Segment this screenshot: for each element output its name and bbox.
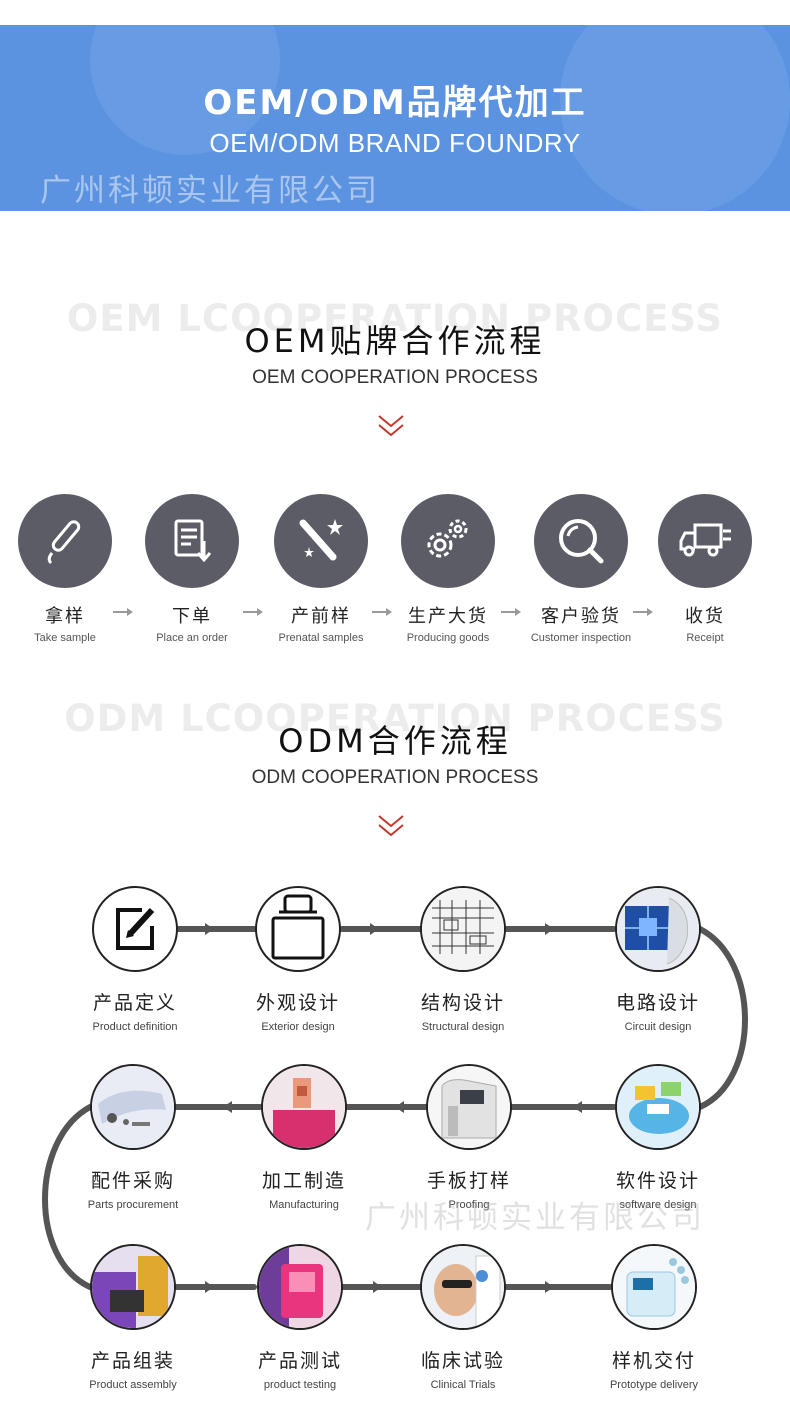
software-image — [615, 1064, 701, 1150]
step-label: 产品组装 — [90, 1350, 175, 1372]
step-label: 外观设计 — [255, 992, 340, 1014]
oem-step-place-order: 下单 Place an order — [127, 494, 257, 644]
proofing-image — [426, 1064, 512, 1150]
odm-background-text: ODM LCOOPERATION PROCESS — [64, 697, 726, 740]
step-english-label: Receipt — [686, 632, 724, 644]
oem-title: OEM贴牌合作流程 — [244, 322, 546, 360]
step-label: 拿样 — [45, 606, 85, 627]
odm-step-structural-design: 结构设计 Structural design — [383, 886, 543, 1033]
arrow-right-icon — [372, 608, 392, 616]
edit-icon — [92, 886, 178, 972]
document-download-icon — [145, 494, 239, 588]
oem-step-receipt: 收货 Receipt — [640, 494, 770, 644]
prototype-image — [611, 1244, 697, 1330]
oem-step-prenatal-samples: 产前样 Prenatal samples — [256, 494, 386, 644]
company-watermark: 广州科顿实业有限公司 — [365, 1200, 705, 1236]
banner-subtitle: OEM/ODM BRAND FOUNDRY — [209, 128, 581, 158]
step-label: 电路设计 — [615, 992, 700, 1014]
clinical-image — [420, 1244, 506, 1330]
step-label: 加工制造 — [261, 1170, 346, 1192]
step-english-label: Place an order — [156, 632, 228, 644]
odm-subtitle: ODM COOPERATION PROCESS — [251, 767, 539, 788]
odm-step-product-testing: 产品测试 product testing — [220, 1244, 380, 1391]
step-label: 手板打样 — [426, 1170, 511, 1192]
odm-step-manufacturing: 加工制造 Manufacturing — [224, 1064, 384, 1211]
step-english-label: product testing — [263, 1379, 337, 1391]
step-english-label: Producing goods — [406, 632, 490, 644]
step-label: 产品测试 — [257, 1350, 342, 1372]
step-label: 配件采购 — [90, 1170, 175, 1192]
step-english-label: Parts procurement — [87, 1199, 179, 1211]
manufacturing-image — [261, 1064, 347, 1150]
oem-step-producing-goods: 生产大货 Producing goods — [383, 494, 513, 644]
chevron-down-icon — [378, 415, 404, 437]
oem-background-text: OEM LCOOPERATION PROCESS — [66, 297, 724, 340]
magnifier-icon — [534, 494, 628, 588]
step-english-label: Circuit design — [624, 1021, 692, 1033]
parts-image — [90, 1064, 176, 1150]
step-label: 产品定义 — [92, 992, 177, 1014]
step-english-label: Prototype delivery — [609, 1379, 699, 1391]
oem-subtitle: OEM COOPERATION PROCESS — [252, 367, 538, 388]
step-english-label: Prenatal samples — [278, 632, 364, 644]
step-english-label: Proofing — [448, 1199, 490, 1211]
chevron-down-icon — [378, 815, 404, 837]
step-english-label: Product assembly — [89, 1379, 177, 1391]
banner-title: OEM/ODM品牌代加工 — [203, 83, 587, 123]
step-english-label: software design — [619, 1199, 697, 1211]
odm-step-product-definition: 产品定义 Product definition — [55, 886, 215, 1033]
step-english-label: Manufacturing — [269, 1199, 339, 1211]
arrow-right-icon — [243, 608, 263, 616]
step-english-label: Structural design — [421, 1021, 505, 1033]
gear-decoration — [560, 25, 790, 211]
step-english-label: Take sample — [34, 632, 96, 644]
oem-step-take-sample: 拿样 Take sample — [0, 494, 130, 644]
arrow-right-icon — [633, 608, 653, 616]
oem-step-customer-inspection: 客户验货 Customer inspection — [516, 494, 646, 644]
step-english-label: Product definition — [92, 1021, 178, 1033]
odm-step-exterior-design: 外观设计 Exterior design — [218, 886, 378, 1033]
assembly-image — [90, 1244, 176, 1330]
step-english-label: Customer inspection — [530, 632, 632, 644]
testing-image — [257, 1244, 343, 1330]
odm-step-prototype-delivery: 样机交付 Prototype delivery — [574, 1244, 734, 1391]
step-label: 生产大货 — [408, 606, 488, 627]
step-label: 客户验货 — [541, 606, 621, 627]
step-english-label: Clinical Trials — [430, 1379, 496, 1391]
odm-step-product-assembly: 产品组装 Product assembly — [53, 1244, 213, 1391]
truck-icon — [658, 494, 752, 588]
device-outline-icon — [255, 886, 341, 972]
odm-step-proofing: 手板打样 Proofing — [389, 1064, 549, 1211]
step-label: 临床试验 — [420, 1350, 505, 1372]
step-label: 产前样 — [291, 606, 351, 627]
arrow-right-icon — [113, 608, 133, 616]
step-label: 样机交付 — [611, 1350, 696, 1372]
pen-icon — [18, 494, 112, 588]
magic-wand-icon — [274, 494, 368, 588]
odm-step-parts-procurement: 配件采购 Parts procurement — [53, 1064, 213, 1211]
circuit-image — [615, 886, 701, 972]
step-english-label: Exterior design — [261, 1021, 335, 1033]
brand-banner: OEM/ODM品牌代加工 OEM/ODM BRAND FOUNDRY 广州科顿实… — [0, 25, 790, 211]
company-watermark: 广州科顿实业有限公司 — [40, 173, 380, 209]
step-label: 结构设计 — [420, 992, 505, 1014]
step-label: 下单 — [172, 606, 212, 627]
odm-step-circuit-design: 电路设计 Circuit design — [578, 886, 738, 1033]
step-label: 软件设计 — [615, 1170, 700, 1192]
odm-step-software-design: 软件设计 software design — [578, 1064, 738, 1211]
gears-icon — [401, 494, 495, 588]
arrow-right-icon — [501, 608, 521, 616]
step-label: 收货 — [685, 606, 725, 627]
odm-step-clinical-trials: 临床试验 Clinical Trials — [383, 1244, 543, 1391]
odm-title: ODM合作流程 — [278, 722, 512, 760]
blueprint-image — [420, 886, 506, 972]
